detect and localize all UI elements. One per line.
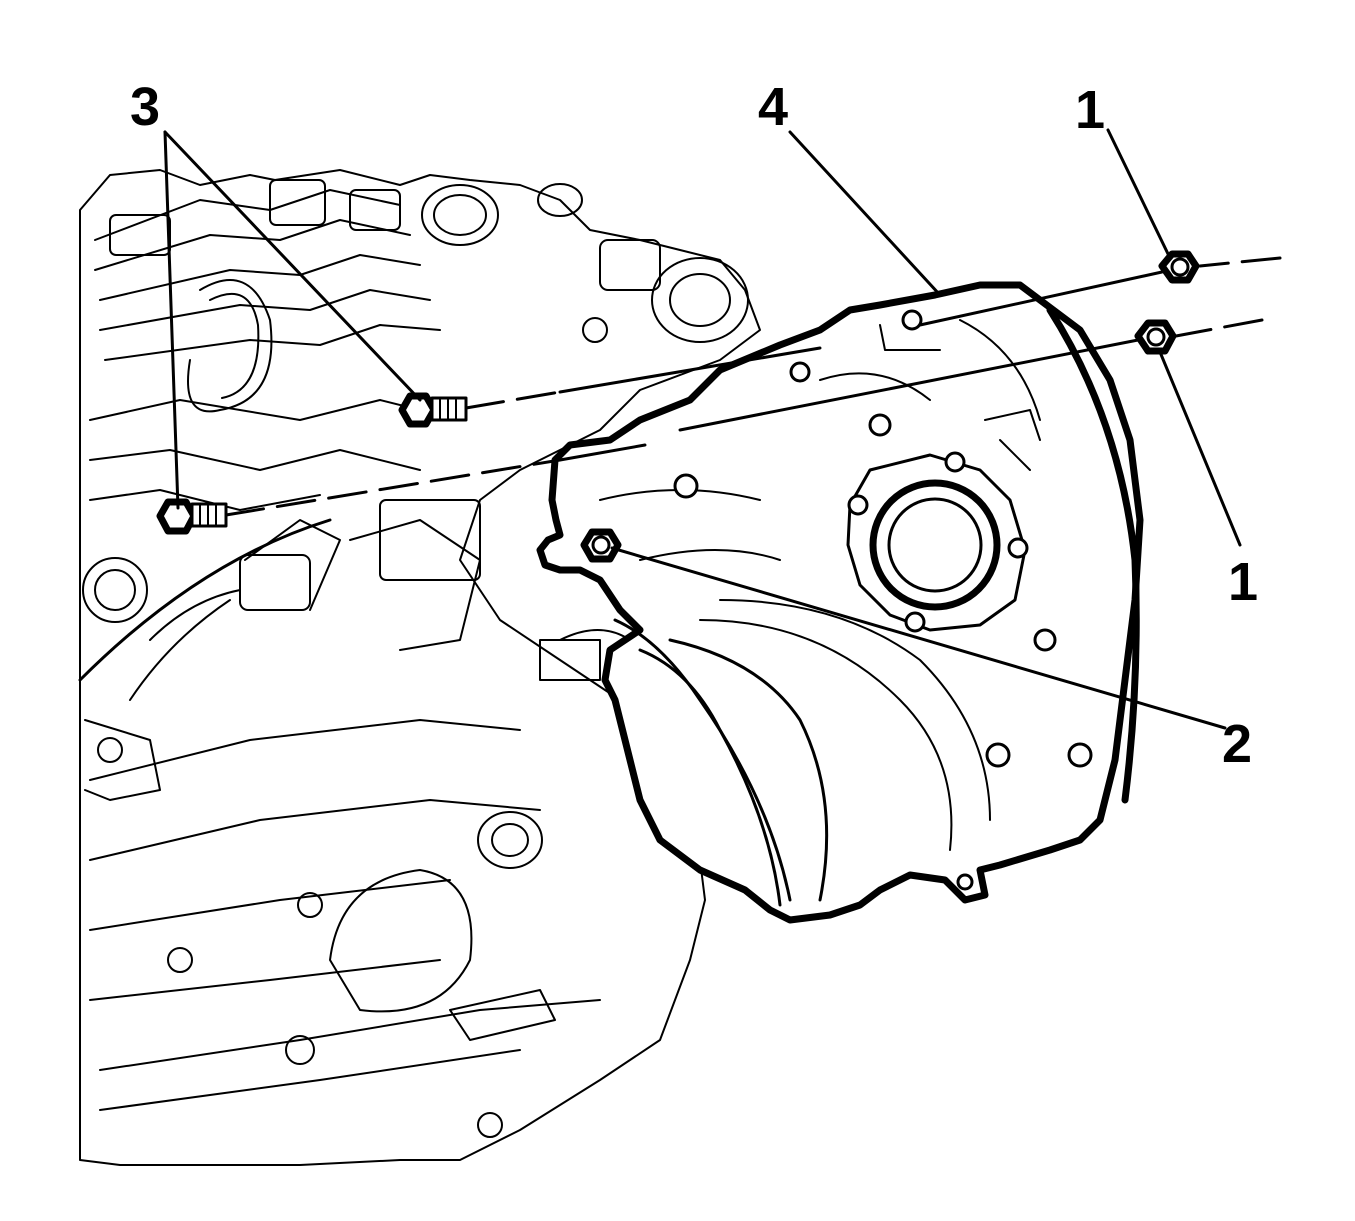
leader-1-lower bbox=[1158, 350, 1242, 547]
leader-4 bbox=[788, 130, 942, 297]
leader-2 bbox=[610, 546, 1227, 730]
callout-1-lower: 1 bbox=[1228, 552, 1258, 612]
intake-manifold bbox=[536, 281, 1144, 924]
leader-1-upper bbox=[1106, 128, 1172, 260]
throttle-flange bbox=[846, 451, 1029, 633]
nut-upper bbox=[1158, 250, 1200, 284]
leader-3-a bbox=[163, 130, 180, 510]
callout-2: 2 bbox=[1222, 714, 1252, 774]
nut-lower bbox=[1134, 319, 1177, 355]
bolt-2 bbox=[580, 528, 622, 563]
callout-4: 4 bbox=[758, 77, 788, 137]
stud-upper bbox=[398, 392, 468, 428]
callout-3: 3 bbox=[130, 77, 160, 137]
leader-lines bbox=[163, 128, 1242, 730]
alignment-lines bbox=[224, 256, 1282, 517]
callout-1-upper: 1 bbox=[1075, 80, 1105, 140]
leader-3-b bbox=[163, 130, 422, 402]
stud-lower bbox=[156, 498, 228, 535]
